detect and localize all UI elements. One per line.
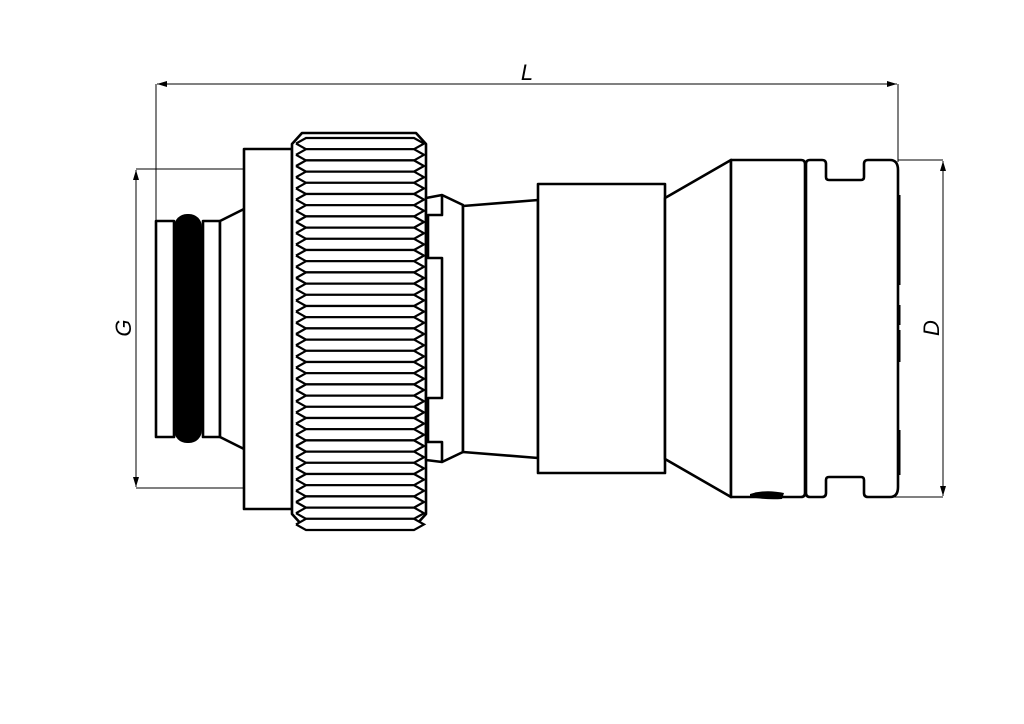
knurl-ridge xyxy=(295,181,427,196)
knurl-ridge xyxy=(295,338,427,352)
knurl-ridge xyxy=(295,484,427,498)
knurl-ridge xyxy=(295,248,427,263)
knurl-ridge xyxy=(295,495,427,509)
knurl-ridge xyxy=(295,372,427,386)
knurl-ridge xyxy=(295,506,427,520)
knurl-ridge xyxy=(295,204,427,218)
knurl-ridge xyxy=(295,170,427,184)
knurl-ridge xyxy=(295,316,427,330)
knurl-ridge xyxy=(295,271,427,285)
taper-middle xyxy=(461,198,540,460)
length-label: L xyxy=(521,60,533,85)
knurl-ridge xyxy=(295,293,427,308)
knurl-ridge xyxy=(295,226,427,240)
end-cap xyxy=(804,158,900,499)
front-ring xyxy=(154,219,176,439)
knurl-ridge xyxy=(295,383,427,397)
taper-front xyxy=(218,207,246,451)
knurl-ridge xyxy=(295,349,427,364)
knurl-ridge xyxy=(295,282,427,296)
knurl-ridge xyxy=(295,472,427,487)
knurl-ridge xyxy=(295,215,427,229)
knurl-ridge xyxy=(295,237,427,252)
knurl-ridge xyxy=(295,450,427,464)
dimension-diameter: D xyxy=(880,159,946,498)
collar-slots xyxy=(426,195,444,462)
knurl-ridge xyxy=(295,136,427,151)
dimension-length: L xyxy=(155,60,899,222)
knurl-ridge xyxy=(295,327,427,341)
taper-rear xyxy=(663,158,733,499)
collar xyxy=(424,193,465,464)
rear-ring xyxy=(201,219,222,439)
knurl-ridge xyxy=(295,461,427,476)
flange xyxy=(242,147,294,511)
dimension-thread: G xyxy=(111,168,244,489)
knurl-ridge xyxy=(295,428,427,442)
knurl-ridge xyxy=(295,439,427,453)
knurl-ridge xyxy=(295,416,427,431)
knurl-ridge xyxy=(295,405,427,420)
knurl-ridge xyxy=(295,517,427,532)
knurl-ridge xyxy=(295,159,427,173)
knurl-ridge xyxy=(295,360,427,375)
housing-mark xyxy=(750,491,784,500)
thread-label: G xyxy=(111,319,136,336)
diameter-label: D xyxy=(919,320,944,336)
knurl-ridge xyxy=(295,192,427,207)
knurl-ridge xyxy=(295,148,427,162)
knurl-ridge xyxy=(295,260,427,274)
body xyxy=(536,182,667,475)
o-ring xyxy=(174,214,202,443)
knurl-ridge xyxy=(295,304,427,319)
knurled-coupling-nut xyxy=(290,131,428,532)
rear-housing xyxy=(729,158,807,499)
knurl-ridge xyxy=(295,394,427,408)
